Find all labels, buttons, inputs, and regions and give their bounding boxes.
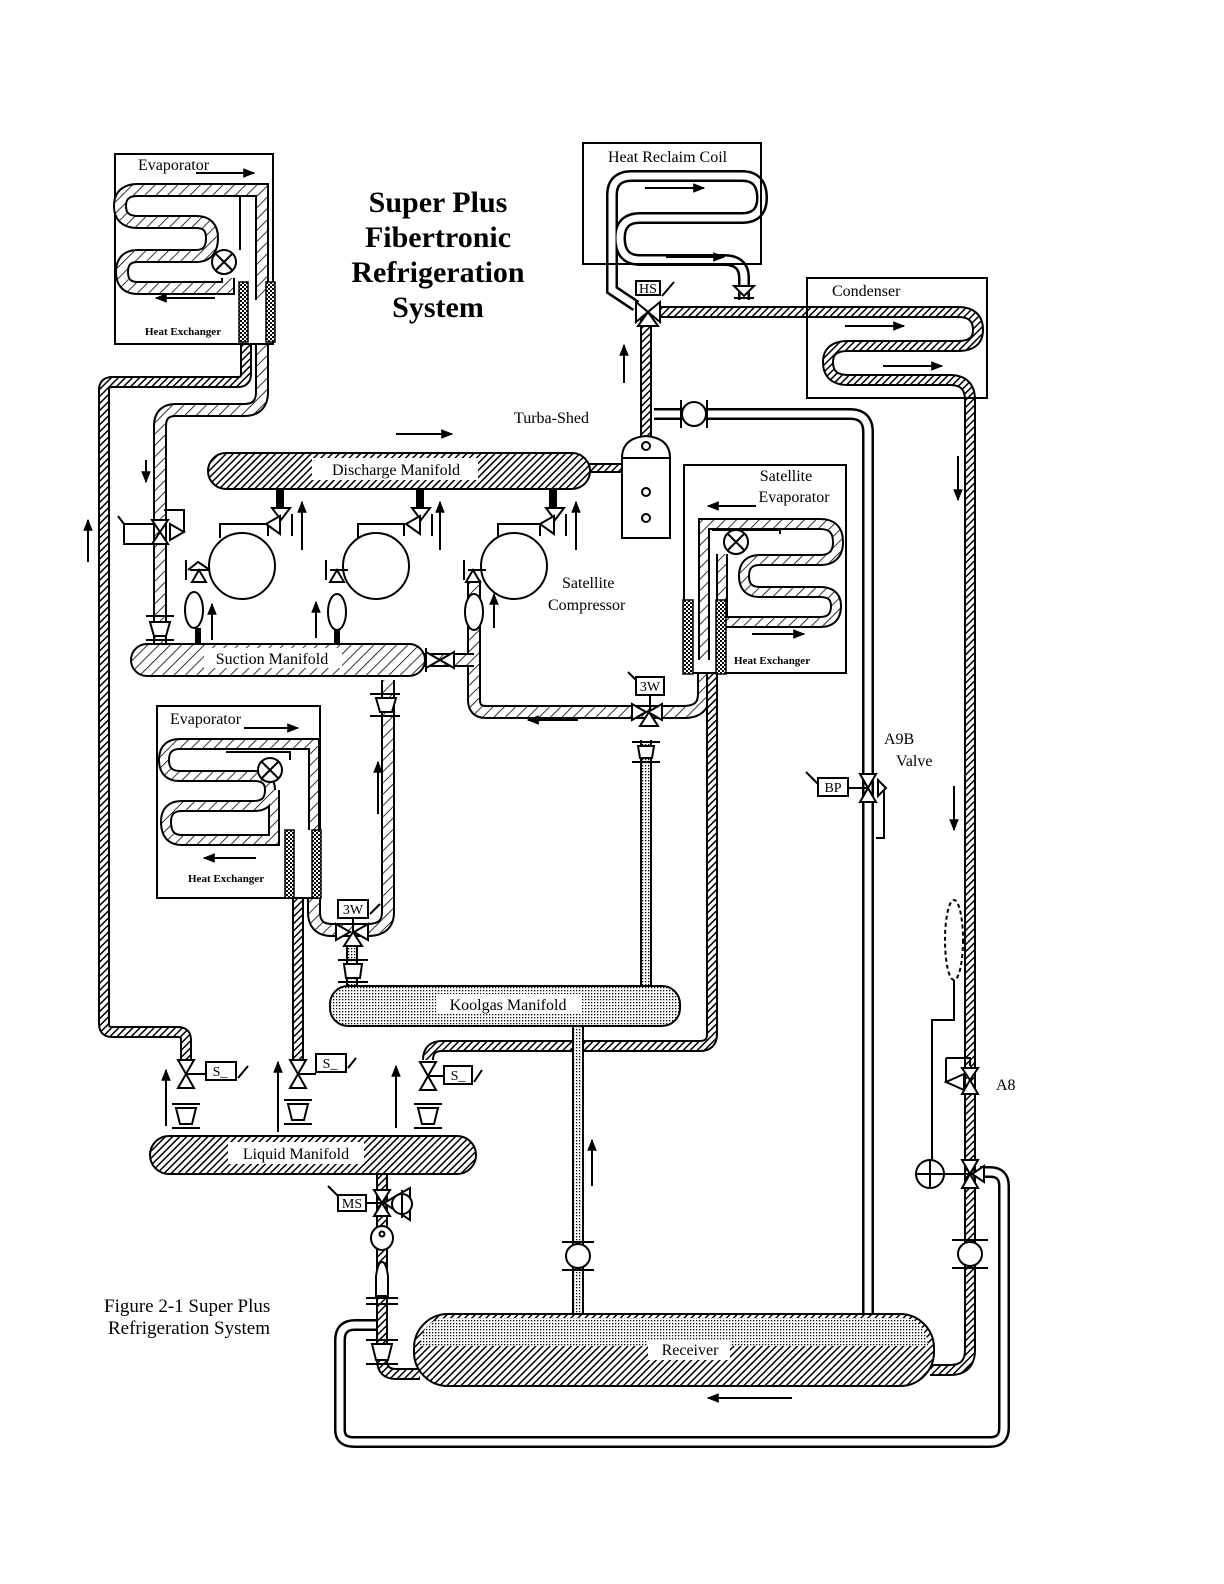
solenoid-box [123,523,155,545]
pipe-satellite-liquid [422,540,718,1061]
compressor-icon [480,532,548,600]
title-line-2: Fibertronic [365,221,511,254]
condenser-box [806,277,988,399]
a9b-label-2: Valve [896,753,932,770]
svg-text:S_: S_ [213,1065,229,1080]
three-way-valve-lower: 3W [335,899,381,983]
suction-valve-left [83,460,187,641]
a8-valve-icon [960,1077,980,1095]
heat-exchanger-mid-left [284,829,295,899]
satellite-evaporator-box [683,464,847,674]
heat-exchanger-top-left [238,281,249,343]
three-way-valve-upper: 3W [526,671,665,763]
satellite-evaporator: Satellite Evaporator Heat Exchanger [682,464,847,675]
ms-valve-icon [372,1201,392,1217]
suction-manifold-label: Suction Manifold [216,651,328,668]
turba-shed-tank [621,457,671,539]
compressor-2 [311,489,445,648]
discharge-manifold-label: Discharge Manifold [332,462,460,479]
compressor-icon [342,532,410,600]
figure-caption: Figure 2-1 Super Plus Refrigeration Syst… [104,1296,270,1339]
svg-text:S_: S_ [323,1057,339,1072]
a9b-valve-icon [858,785,878,803]
pipe-satellite-suction [467,530,711,719]
ball-valve-icon [565,1243,591,1269]
heat-exchanger-sat-right [715,599,727,675]
turba-shed: Turba-Shed [514,400,708,539]
check-valve-icon [731,285,757,298]
svg-text:MS: MS [342,1197,362,1212]
satellite-compressor-label-2: Compressor [548,597,626,614]
satellite-evaporator-hx-label: Heat Exchanger [734,655,810,667]
compressor-icon [208,532,276,600]
koolgas-manifold-label: Koolgas Manifold [450,997,567,1014]
koolgas-manifold: Koolgas Manifold [329,985,681,1271]
evaporator-top: Evaporator Heat Exchanger [112,153,276,345]
heat-exchanger-sat-left [682,599,694,675]
solenoid-2-tag [315,1053,347,1073]
a8-label: A8 [996,1077,1016,1094]
caption-line-2: Refrigeration System [108,1318,270,1339]
hs-valve-tag [635,280,661,296]
svg-text:3W: 3W [343,903,364,918]
heat-exchanger-mid-right [311,829,322,899]
satellite-compressor-label-1: Satellite [562,575,614,592]
sensing-bulb-icon [944,899,964,981]
evaporator-middle-label: Evaporator [170,711,242,728]
title-line-4: System [392,291,484,324]
turba-shed-label: Turba-Shed [514,410,589,427]
heat-reclaim-coil-box [582,142,762,265]
heat-reclaim-coil-label: Heat Reclaim Coil [608,149,728,166]
suction-manifold: Suction Manifold [130,643,455,717]
a9b-valve: A9B Valve BP [805,731,932,803]
pipe-discharge-riser [640,306,985,1376]
title-line-3: Refrigeration [351,256,525,289]
pipe-left-liquid-riser [98,330,252,1060]
liquid-valve-group: S_ S_ S_ [161,1053,483,1132]
solenoid-1-tag [205,1061,237,1081]
pipe-bottom-return-loop [334,1166,1010,1448]
compressor-1 [184,489,307,648]
discharge-manifold: Discharge Manifold [207,429,591,490]
a8-valve: A8 [915,899,1016,1269]
hs-three-way-valve-icon [636,310,660,327]
svg-text:HS: HS [639,282,657,297]
evaporator-middle: Evaporator Heat Exchanger [156,705,383,899]
liquid-manifold-label: Liquid Manifold [243,1146,349,1163]
svg-text:3W: 3W [640,680,661,695]
svg-text:BP: BP [824,781,841,796]
liquid-manifold: Liquid Manifold [149,1135,477,1175]
ball-valve-icon [957,1241,983,1267]
sight-glass-icon [370,1225,394,1251]
heat-reclaim-coil: Heat Reclaim Coil HS [582,142,762,383]
evaporator-top-hx-label: Heat Exchanger [145,326,221,338]
satellite-evaporator-label-2: Evaporator [758,489,830,506]
ms-valve-assembly: MS [327,1185,413,1365]
heat-exchanger-top-right [265,281,276,343]
ball-valve-icon [370,1343,394,1361]
solenoid-3-tag [443,1065,473,1085]
receiver: Receiver [413,1313,935,1403]
receiver-label: Receiver [662,1342,720,1359]
sight-glass-icon [681,401,707,427]
filter-drier-icon [375,1260,389,1297]
satellite-compressor: Satellite Compressor [463,489,626,631]
evaporator-middle-hx-label: Heat Exchanger [188,873,264,885]
condenser: Condenser [806,277,988,399]
pipe-top-evap-suction [153,300,269,650]
condenser-label: Condenser [832,283,901,300]
a9b-label-1: A9B [884,731,914,748]
caption-line-1: Figure 2-1 Super Plus [104,1296,270,1317]
satellite-evaporator-label-1: Satellite [760,468,812,485]
diagram-title: Super Plus Fibertronic Refrigeration Sys… [351,186,525,324]
title-line-1: Super Plus [369,186,508,219]
evaporator-top-label: Evaporator [138,157,210,174]
svg-text:S_: S_ [451,1069,467,1084]
